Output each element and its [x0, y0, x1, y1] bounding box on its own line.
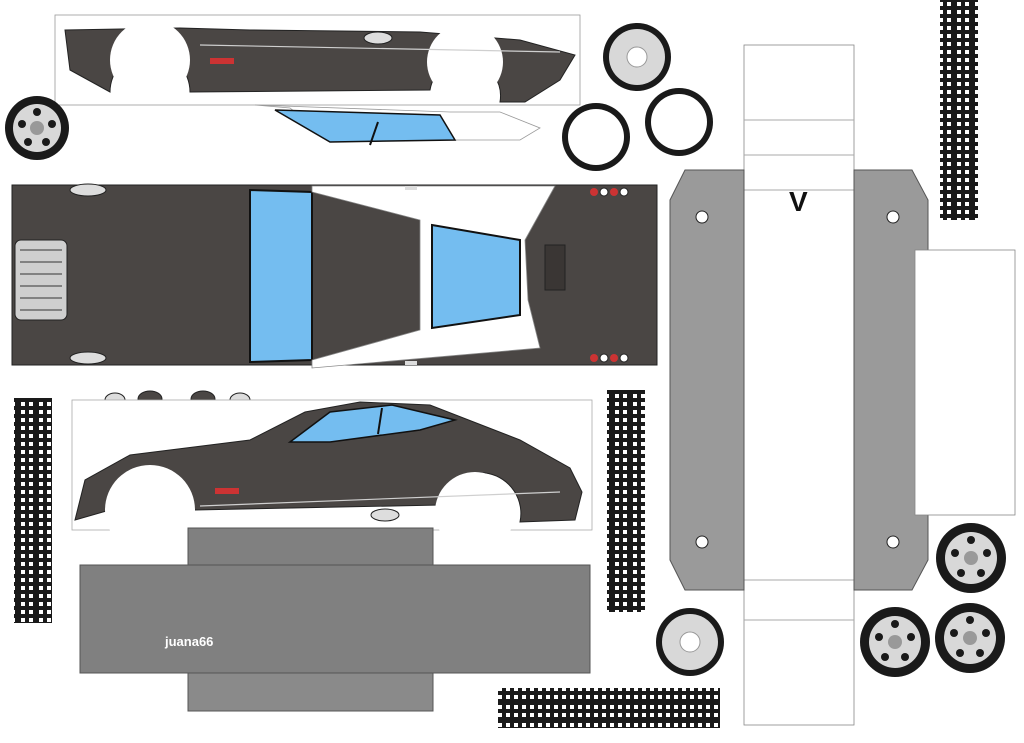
axle-hole-1	[695, 210, 709, 224]
chassis-side-flap	[914, 249, 1016, 516]
chassis-left-wing	[669, 169, 745, 591]
axle-hole-4	[886, 535, 900, 549]
wheel-spoked-4	[935, 603, 1005, 673]
window-pillar-lower	[377, 407, 383, 435]
headlight-left	[69, 183, 107, 197]
window-upper	[274, 109, 457, 143]
base-panel	[79, 527, 591, 712]
tread-strip-left	[14, 398, 52, 623]
base-wide	[79, 564, 591, 674]
tread-strip-bottom	[498, 688, 720, 728]
trim-line-upper	[199, 44, 561, 53]
wheel-arch-front-upper	[110, 20, 190, 100]
wheel-arch-rear-upper	[427, 24, 503, 100]
wheel-arch-rear-lower	[435, 472, 515, 552]
tread-strip-top-right	[940, 0, 978, 220]
axle-hole-3	[695, 535, 709, 549]
grille	[14, 239, 68, 321]
base-label: V	[789, 186, 808, 217]
car-side-upper	[54, 14, 581, 146]
door-handle-upper	[363, 31, 393, 45]
wheel-plain-3	[645, 88, 713, 156]
door-handle-lower	[370, 508, 400, 522]
wheel-arch-front-lower	[105, 465, 195, 555]
axle-hole-2	[886, 210, 900, 224]
antenna-tab-top	[405, 186, 417, 190]
side-badge-upper	[210, 58, 234, 64]
trunk-lid	[544, 244, 566, 291]
wheel-plain-2	[562, 103, 630, 171]
author-credit: juana66	[165, 634, 214, 649]
wheel-plain-1	[603, 23, 671, 91]
headlight-right	[69, 351, 107, 365]
window-pillar-upper	[369, 121, 379, 146]
wheel-spoked-2	[936, 523, 1006, 593]
car-top	[11, 183, 658, 369]
trim-line-lower	[199, 491, 561, 507]
wheel-spoked-1	[5, 96, 69, 160]
wheel-plain-4	[656, 608, 724, 676]
chassis-right-wing	[853, 169, 929, 591]
car-side-lower	[71, 399, 593, 555]
wheel-spoked-3	[860, 607, 930, 677]
base-tab	[187, 672, 434, 712]
antenna-tab-bottom	[405, 361, 417, 365]
taillights	[590, 187, 629, 363]
chassis	[669, 44, 1016, 726]
chassis-spine	[743, 44, 855, 726]
side-badge-lower	[215, 488, 239, 494]
rear-window	[431, 223, 521, 330]
window-lower	[287, 404, 458, 443]
tread-strip-middle	[607, 390, 645, 612]
windshield	[249, 188, 313, 364]
